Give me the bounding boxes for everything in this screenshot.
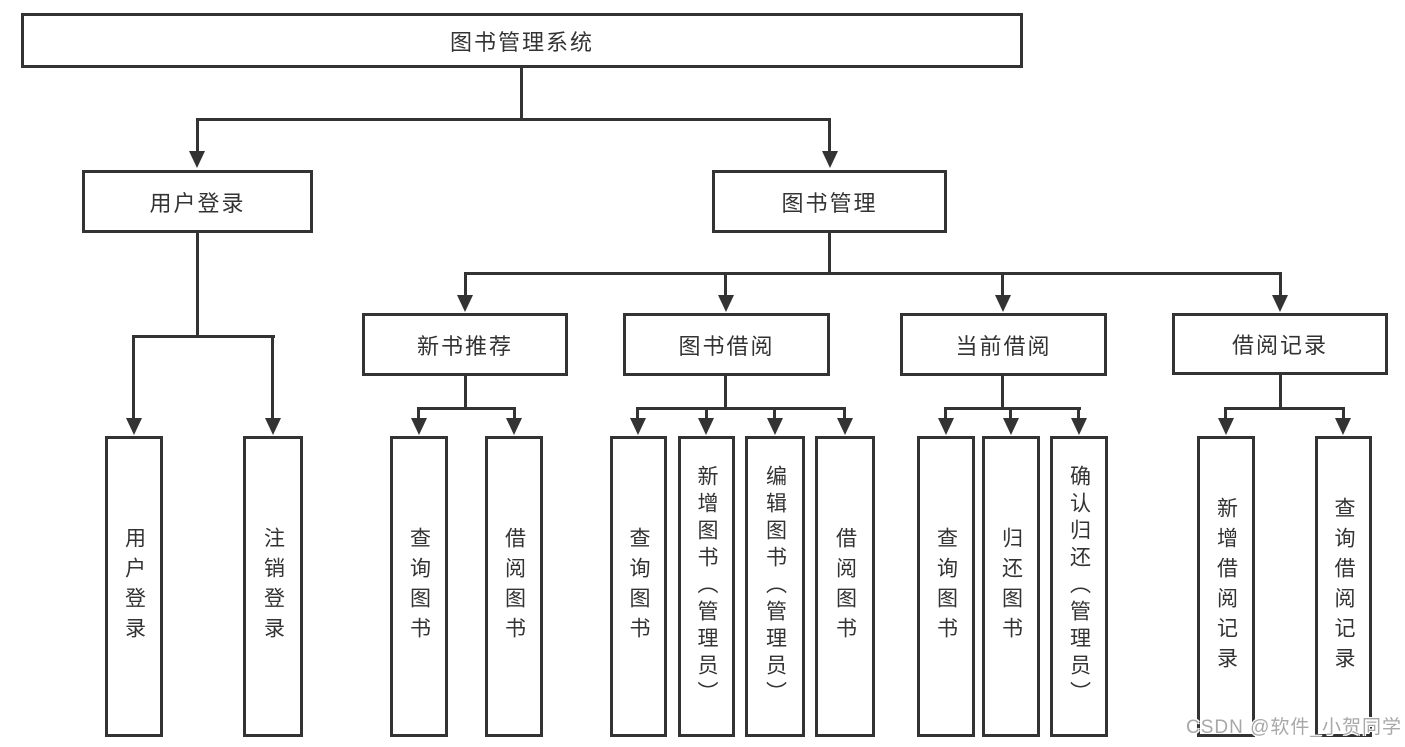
connector-stem-bb1 <box>636 407 639 421</box>
arrowhead-user-login <box>189 151 205 168</box>
node-user-login-label: 用户登录 <box>149 190 246 216</box>
arrowhead-borrow-record <box>1272 295 1288 312</box>
leaf-borrow-add: 新增图书（管理员） <box>678 436 735 737</box>
connector-borrow-record-drop <box>1279 375 1282 407</box>
connector-stem-cb3 <box>1077 407 1080 421</box>
leaf-current-query: 查询图书 <box>917 436 975 737</box>
node-user-login: 用户登录 <box>82 170 313 233</box>
connector-stem-bb4 <box>843 407 846 421</box>
leaf-newbook-borrow: 借阅图书 <box>485 436 543 737</box>
leaf-borrow-book: 借阅图书 <box>815 436 875 737</box>
connector-stem-logout-leaf <box>271 335 274 421</box>
connector-current-borrow-hbar <box>944 407 1081 410</box>
leaf-newbook-borrow-label: 借阅图书 <box>502 526 526 647</box>
leaf-logout-label: 注销登录 <box>261 526 285 647</box>
arrowhead-br2 <box>1335 418 1351 435</box>
connector-stem-bb3 <box>773 407 776 421</box>
node-current-borrow: 当前借阅 <box>900 313 1107 376</box>
connector-book-borrow-hbar <box>636 407 846 410</box>
connector-stem-cb1 <box>944 407 947 421</box>
arrowhead-login-leaf <box>126 418 142 435</box>
connector-stem-book-mgmt <box>828 118 831 155</box>
leaf-borrow-add-label: 新增图书（管理员） <box>695 465 718 708</box>
arrowhead-cb2 <box>1003 418 1019 435</box>
node-new-book-label: 新书推荐 <box>416 333 513 359</box>
leaf-borrow-query-label: 查询图书 <box>627 526 650 647</box>
connector-stem-bb2 <box>705 407 708 421</box>
leaf-logout: 注销登录 <box>243 436 303 737</box>
connector-stem-nb1 <box>417 407 420 421</box>
node-book-mgmt: 图书管理 <box>712 170 947 233</box>
leaf-current-confirm: 确认归还（管理员） <box>1050 436 1108 737</box>
arrowhead-bb2 <box>698 418 714 435</box>
connector-new-book-hbar <box>417 407 516 410</box>
connector-stem-user-login <box>196 118 199 155</box>
node-current-borrow-label: 当前借阅 <box>955 333 1052 359</box>
leaf-borrow-book-label: 借阅图书 <box>833 526 857 647</box>
leaf-current-return-label: 归还图书 <box>999 526 1023 647</box>
leaf-record-add-label: 新增借阅记录 <box>1214 496 1238 677</box>
connector-stem-new-book <box>464 272 467 298</box>
node-new-book: 新书推荐 <box>362 313 568 376</box>
connector-user-login-drop <box>196 233 199 335</box>
node-book-borrow-label: 图书借阅 <box>678 333 775 359</box>
leaf-current-query-label: 查询图书 <box>934 526 958 647</box>
leaf-user-login: 用户登录 <box>105 436 163 737</box>
connector-new-book-drop <box>464 376 467 407</box>
leaf-record-query: 查询借阅记录 <box>1315 436 1372 737</box>
leaf-borrow-query: 查询图书 <box>610 436 667 737</box>
connector-book-mgmt-hbar <box>464 272 1282 275</box>
connector-user-login-hbar <box>133 335 275 338</box>
connector-stem-nb2 <box>513 407 516 421</box>
leaf-newbook-query: 查询图书 <box>390 436 448 737</box>
arrowhead-current-borrow <box>995 295 1011 312</box>
leaf-current-confirm-label: 确认归还（管理员） <box>1067 465 1091 708</box>
connector-current-borrow-drop <box>1001 376 1004 407</box>
arrowhead-new-book <box>457 295 473 312</box>
node-book-mgmt-label: 图书管理 <box>781 190 878 216</box>
arrowhead-bb3 <box>767 418 783 435</box>
arrowhead-logout-leaf <box>265 418 281 435</box>
connector-book-mgmt-drop <box>828 233 831 272</box>
connector-stem-borrow-record <box>1279 272 1282 298</box>
arrowhead-nb2 <box>506 418 522 435</box>
leaf-newbook-query-label: 查询图书 <box>407 526 431 647</box>
csdn-watermark: CSDN @软件_小贺同学 <box>1186 717 1402 738</box>
node-book-borrow: 图书借阅 <box>623 313 830 376</box>
node-borrow-record: 借阅记录 <box>1172 313 1388 375</box>
arrowhead-cb3 <box>1071 418 1087 435</box>
leaf-record-add: 新增借阅记录 <box>1197 436 1255 737</box>
connector-stem-current-borrow <box>1001 272 1004 298</box>
connector-stem-book-borrow <box>724 272 727 298</box>
connector-root-hbar <box>196 118 831 121</box>
connector-borrow-record-hbar <box>1224 407 1345 410</box>
connector-stem-cb2 <box>1009 407 1012 421</box>
connector-stem-br2 <box>1342 407 1345 421</box>
node-borrow-record-label: 借阅记录 <box>1231 333 1328 358</box>
leaf-borrow-edit-label: 编辑图书（管理员） <box>763 465 787 708</box>
connector-stem-br1 <box>1224 407 1227 421</box>
arrowhead-book-borrow <box>718 295 734 312</box>
leaf-record-query-label: 查询借阅记录 <box>1332 496 1355 677</box>
arrowhead-cb1 <box>938 418 954 435</box>
leaf-current-return: 归还图书 <box>982 436 1040 737</box>
arrowhead-nb1 <box>411 418 427 435</box>
connector-root-drop <box>520 68 523 118</box>
arrowhead-book-mgmt <box>822 151 838 168</box>
connector-book-borrow-drop <box>724 376 727 407</box>
leaf-user-login-label: 用户登录 <box>122 526 146 647</box>
arrowhead-bb1 <box>630 418 646 435</box>
node-root-system: 图书管理系统 <box>21 13 1023 68</box>
arrowhead-bb4 <box>837 418 853 435</box>
leaf-borrow-edit: 编辑图书（管理员） <box>745 436 805 737</box>
connector-stem-login-leaf <box>132 335 135 421</box>
arrowhead-br1 <box>1218 418 1234 435</box>
node-root-label: 图书管理系统 <box>449 29 594 55</box>
